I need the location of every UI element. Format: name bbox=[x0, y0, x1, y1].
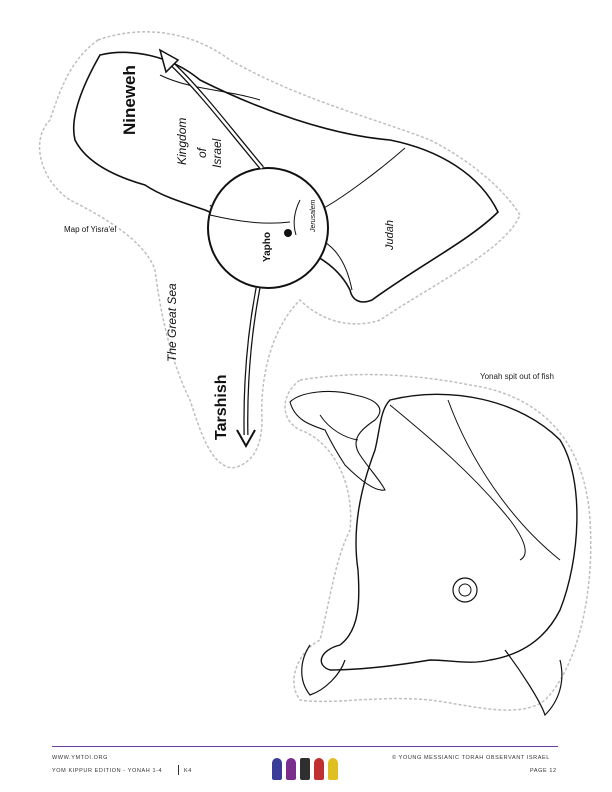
label-great-sea: The Great Sea bbox=[165, 283, 179, 362]
footer-divider bbox=[178, 765, 179, 775]
circle-coast bbox=[209, 214, 291, 224]
fish-fin bbox=[504, 649, 563, 717]
logo-figure-icon bbox=[328, 758, 338, 780]
fish-jaw bbox=[447, 399, 561, 561]
fish-caption: Yonah spit out of fish bbox=[480, 372, 554, 381]
label-of: of bbox=[195, 147, 209, 158]
fish-fin-left bbox=[301, 644, 346, 696]
yapho-dot bbox=[284, 229, 292, 237]
label-judah: Judah bbox=[384, 220, 396, 250]
footer-copyright: © YOUNG MESSIANIC TORAH OBSERVANT ISRAEL bbox=[392, 755, 550, 761]
label-nineveh: Nineweh bbox=[120, 65, 139, 135]
map-cut-line bbox=[38, 31, 521, 469]
label-kingdom: Kingdom bbox=[175, 117, 189, 165]
fish-eye-inner bbox=[458, 583, 472, 597]
logo-figure-icon bbox=[314, 758, 324, 780]
fish-mouth bbox=[389, 404, 526, 561]
arrowhead-tarshish bbox=[236, 429, 256, 449]
kingdom-border bbox=[159, 74, 261, 101]
judah-border bbox=[319, 147, 406, 211]
label-jerusalem: Jerusalem bbox=[310, 199, 317, 232]
yonah-figure bbox=[289, 390, 386, 491]
fish-cut-line bbox=[284, 373, 592, 711]
footer-page: PAGE 12 bbox=[530, 768, 557, 774]
label-israel: Israel bbox=[210, 138, 224, 168]
arrow-to-tarshish-inner bbox=[244, 287, 260, 436]
footer-grade: K4 bbox=[184, 768, 192, 774]
map-caption: Map of Yisra'el bbox=[64, 225, 117, 234]
yapho-circle bbox=[207, 167, 329, 289]
arrow-to-nineveh-inner bbox=[169, 61, 263, 169]
land-outline bbox=[72, 51, 499, 303]
footer-rule bbox=[52, 746, 558, 747]
footer-edition: YOM KIPPUR EDITION - YONAH 1-4 bbox=[52, 768, 163, 774]
logo-figure-icon bbox=[286, 758, 296, 780]
fish-eye bbox=[452, 577, 478, 603]
yonah-arm bbox=[319, 414, 359, 441]
label-tarshish: Tarshish bbox=[213, 374, 230, 441]
circle-river bbox=[293, 199, 301, 236]
label-yapho: Yapho bbox=[262, 231, 273, 262]
fish-body bbox=[320, 393, 578, 671]
logo-figure-icon bbox=[272, 758, 282, 780]
footer-website: WWW.YMTOI.ORG bbox=[52, 755, 108, 761]
logo-figure-icon bbox=[300, 758, 310, 780]
arrowhead-nineveh bbox=[158, 48, 180, 74]
